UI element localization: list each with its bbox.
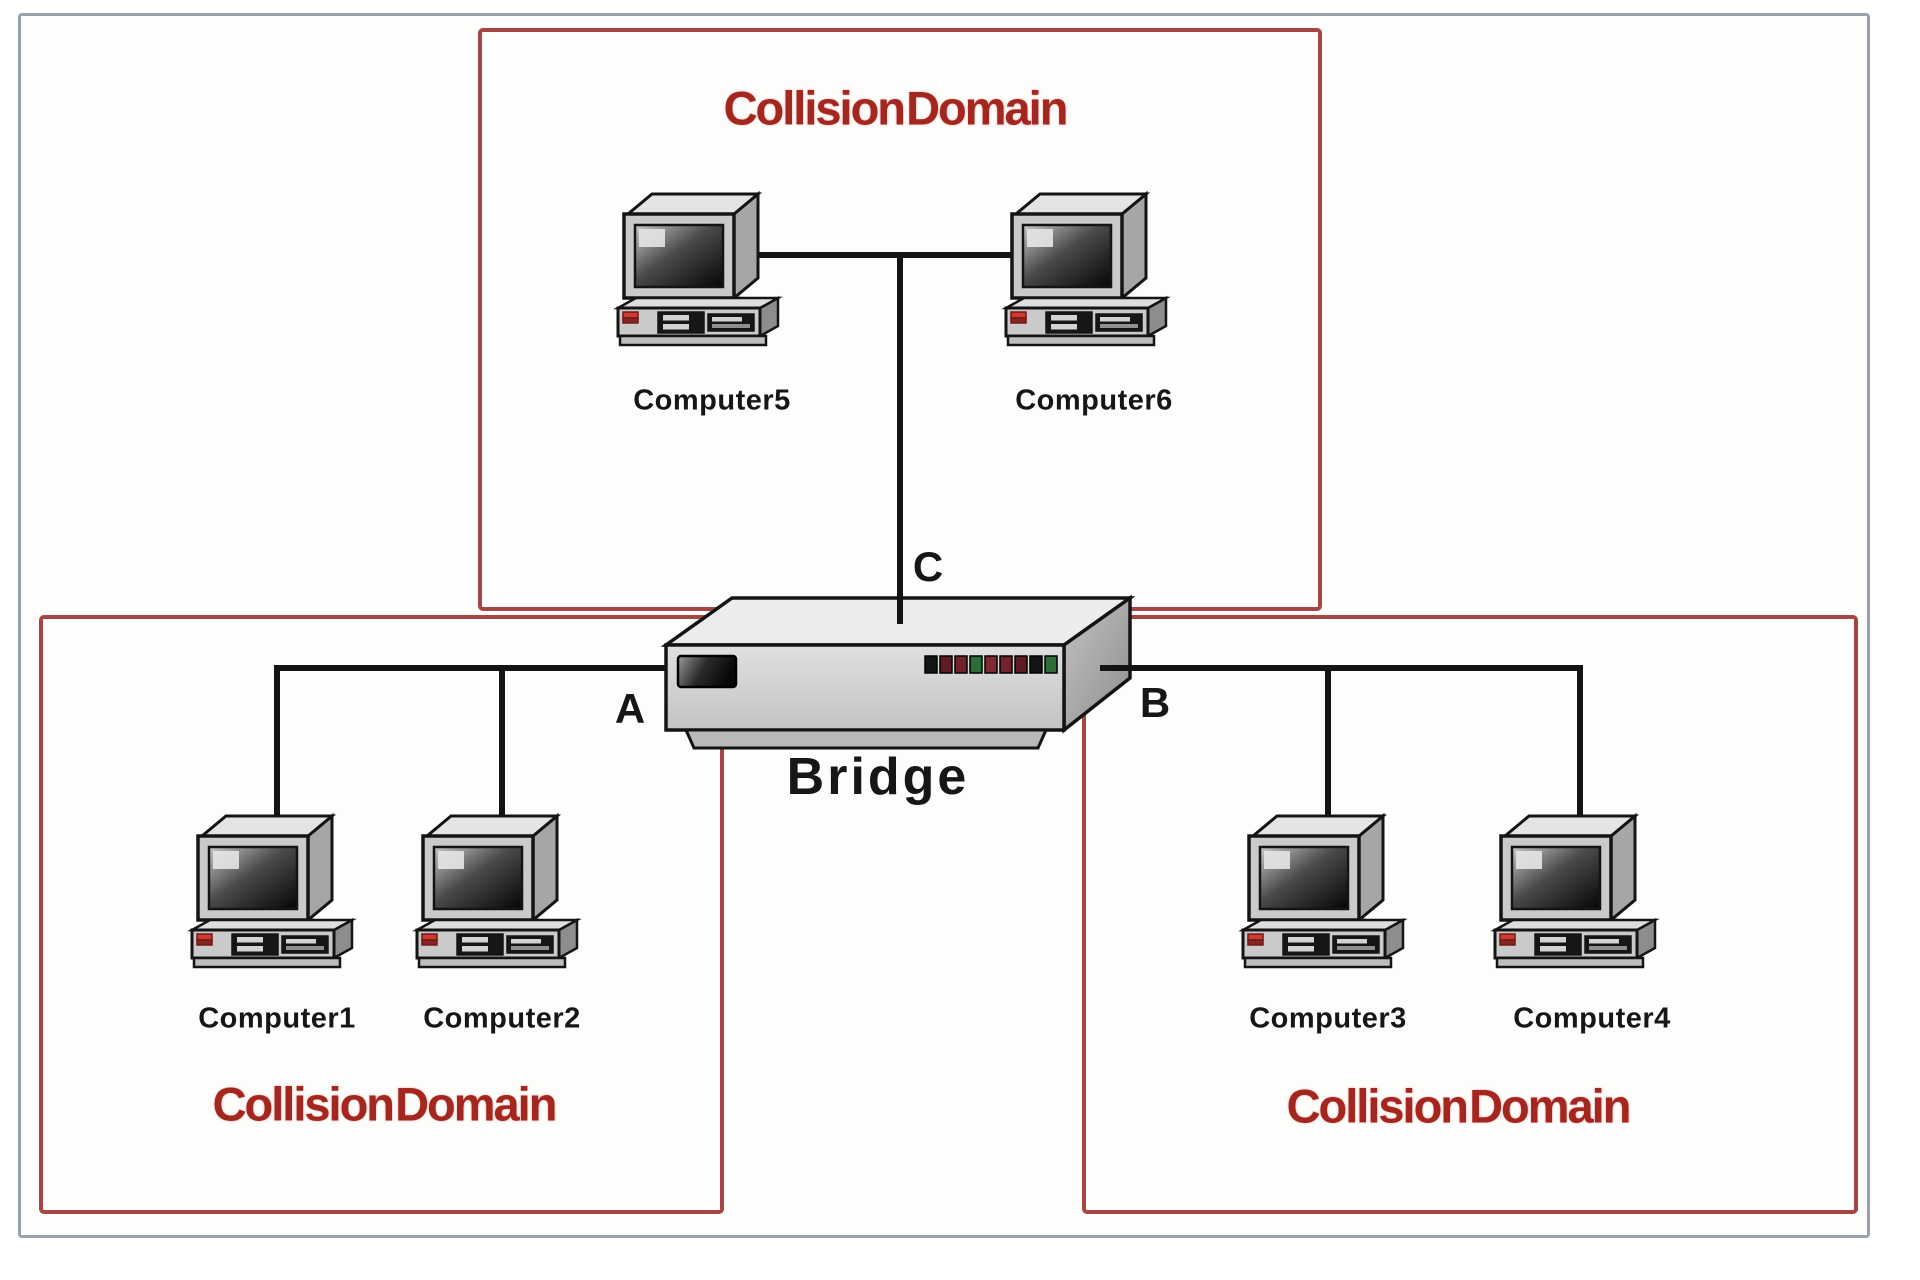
computer1-icon <box>190 814 354 969</box>
collision-domain-box-bottom-left <box>39 615 724 1214</box>
computer3-icon <box>1241 814 1405 969</box>
led-9 <box>1044 655 1058 674</box>
led-6 <box>999 655 1013 674</box>
computer6-icon <box>1004 192 1168 347</box>
computer6-label: Computer6 <box>1015 384 1173 417</box>
led-4 <box>969 655 983 674</box>
computer5-icon <box>616 192 780 347</box>
led-3 <box>954 655 968 674</box>
cable-left-bus <box>274 665 667 860</box>
computer4-icon <box>1493 814 1657 969</box>
bridge-label: Bridge <box>786 748 970 806</box>
collision-domain-box-bottom-right <box>1082 615 1858 1214</box>
port-c-label: C <box>912 543 944 590</box>
cable-right-bus <box>1100 665 1583 860</box>
port-b-label: B <box>1139 679 1171 726</box>
computer5-label: Computer5 <box>633 384 791 417</box>
port-a-label: A <box>614 685 646 732</box>
led-7 <box>1014 655 1028 674</box>
computer2-label: Computer2 <box>423 1002 581 1035</box>
led-8 <box>1029 655 1043 674</box>
computer3-label: Computer3 <box>1249 1002 1407 1035</box>
collision-domain-label-bottom-right: Collision Domain <box>1286 1079 1632 1133</box>
led-5 <box>984 655 998 674</box>
computer4-label: Computer4 <box>1513 1002 1671 1035</box>
collision-domain-label-bottom-left: Collision Domain <box>212 1077 558 1131</box>
bridge-base <box>683 728 1049 750</box>
led-2 <box>939 655 953 674</box>
led-1 <box>924 655 938 674</box>
collision-domain-label-top: Collision Domain <box>723 81 1069 135</box>
led-strip <box>924 655 1058 674</box>
bridge-display-slot <box>676 654 738 689</box>
computer2-icon <box>415 814 579 969</box>
computer1-label: Computer1 <box>198 1002 356 1035</box>
